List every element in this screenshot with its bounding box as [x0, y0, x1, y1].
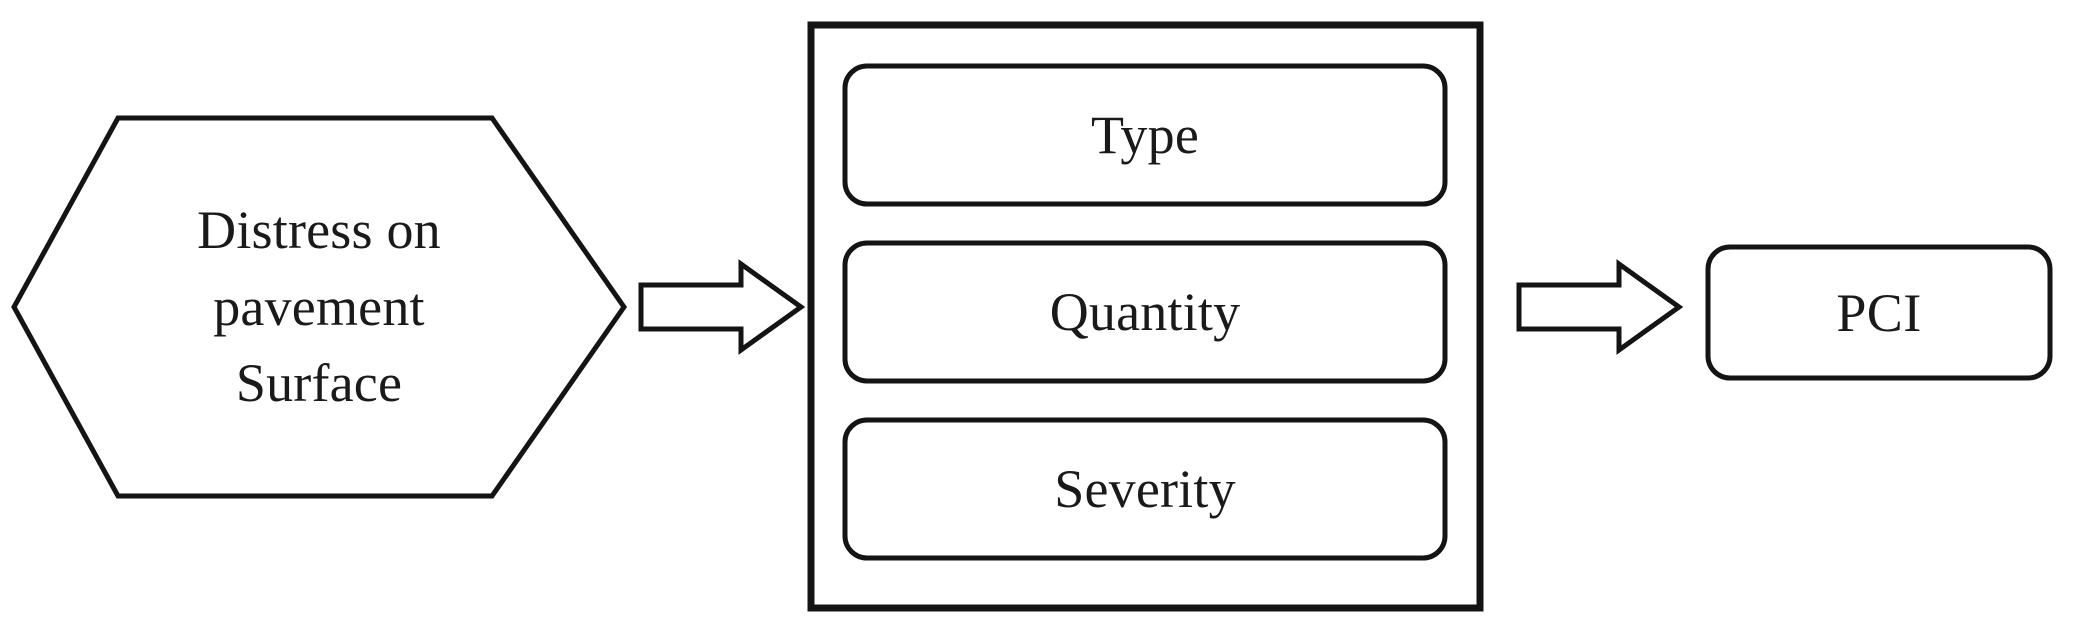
attribute-label-severity: Severity [1054, 459, 1236, 519]
block-arrow-right-icon-2 [1516, 259, 1684, 355]
hexagon-input-label: Distress on pavement Surface [13, 117, 625, 497]
attribute-box-quantity[interactable]: Quantity [845, 243, 1445, 381]
attribute-label-type: Type [1091, 105, 1199, 165]
hexagon-input-line-1: Distress on [197, 199, 441, 260]
output-box-pci[interactable]: PCI [1708, 247, 2050, 378]
attribute-box-type[interactable]: Type [845, 66, 1445, 204]
block-arrow-right-icon-1 [638, 259, 806, 355]
hexagon-input-line-2: pavement [213, 276, 425, 337]
attribute-box-severity[interactable]: Severity [845, 420, 1445, 558]
output-label-pci: PCI [1836, 282, 1922, 343]
hexagon-input-line-3: Surface [235, 353, 403, 414]
attribute-label-quantity: Quantity [1049, 282, 1241, 342]
